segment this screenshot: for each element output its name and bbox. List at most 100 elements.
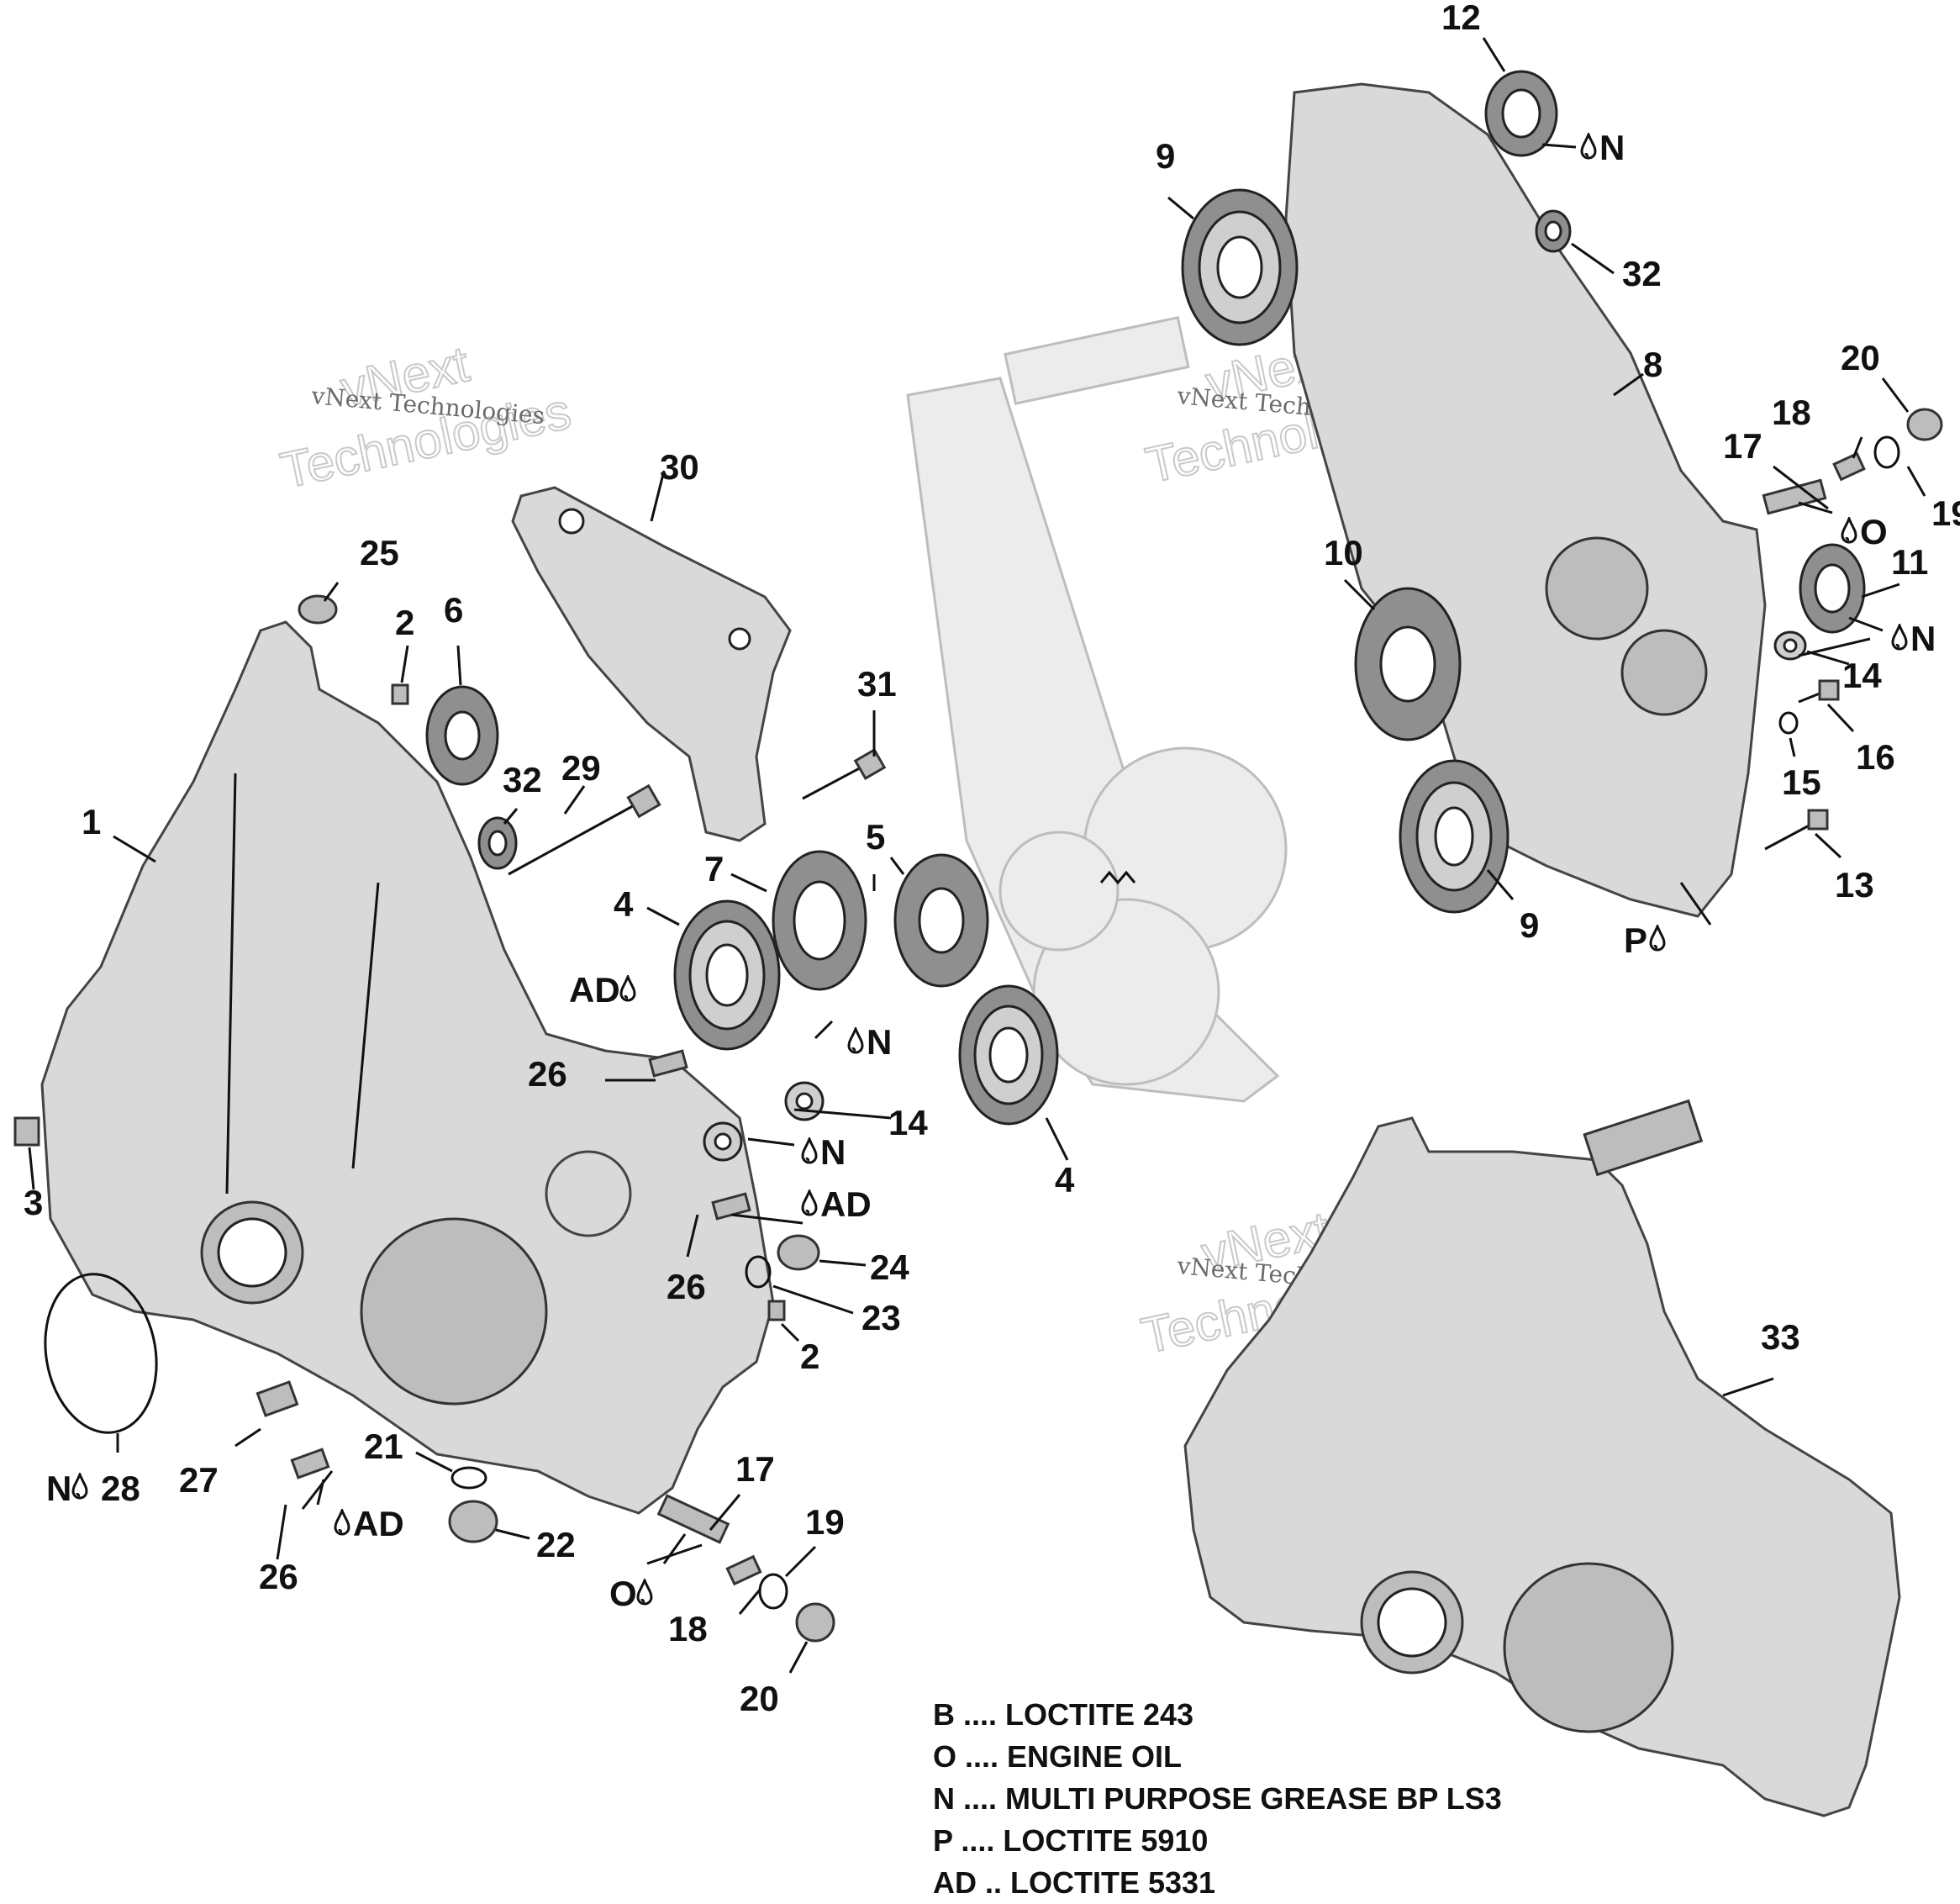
code-n: N [46, 1469, 71, 1508]
code-n: N [1910, 619, 1936, 658]
callout-20: 20 [1841, 338, 1880, 377]
code-ad: AD [569, 970, 620, 1010]
callout-25: 25 [360, 533, 399, 572]
callout-19: 19 [1931, 493, 1960, 533]
pin-17-right [1762, 478, 1827, 515]
liquid-drop-icon [1841, 517, 1857, 544]
callout-18: 18 [1772, 393, 1811, 432]
liquid-drop-icon [636, 1579, 653, 1606]
bearing-4-lower [958, 984, 1059, 1126]
plug-20-left [795, 1602, 835, 1643]
callout-28: 28 [101, 1469, 140, 1508]
seal-7 [772, 850, 867, 991]
sensor-26-a [648, 1049, 688, 1078]
liquid-drop-icon [619, 975, 636, 1002]
callout-31: 31 [857, 664, 897, 704]
code-o: O [609, 1574, 637, 1613]
callout-9: 9 [1156, 136, 1175, 176]
pin-17-left [656, 1494, 730, 1544]
bearing-5 [893, 853, 989, 988]
bearing-4-upper [673, 899, 781, 1051]
callout-6: 6 [444, 590, 463, 630]
bolt-29 [508, 783, 661, 876]
connector-27 [256, 1380, 299, 1417]
leader-lines [28, 37, 1926, 1674]
callout-33: 33 [1761, 1317, 1800, 1357]
callout-numbers: 1 2 2 3 4 4 5 6 7 8 9 9 10 11 12 13 14 1… [24, 0, 1960, 1718]
callout-10: 10 [1324, 533, 1363, 572]
o-ring-28 [44, 1273, 158, 1434]
callout-20: 20 [740, 1679, 779, 1718]
seal-32-left [477, 816, 518, 870]
washer-14-right [1773, 630, 1807, 661]
callout-19: 19 [805, 1502, 845, 1542]
callout-9: 9 [1520, 905, 1539, 945]
plug-20-right [1906, 408, 1943, 441]
gearbox-assembled [1183, 1099, 1901, 1817]
bearing-9-lower [1399, 759, 1510, 914]
callout-4: 4 [614, 884, 634, 924]
callout-3: 3 [24, 1183, 43, 1222]
bolt-16 [1798, 679, 1840, 704]
spring-18-right [1832, 451, 1866, 482]
washer-14-b [703, 1121, 743, 1162]
callout-26: 26 [528, 1054, 567, 1094]
legend-item: B .... LOCTITE 243 [933, 1697, 1194, 1732]
legend-item: AD .. LOCTITE 5331 [933, 1865, 1216, 1900]
dowel-3 [13, 1116, 40, 1147]
code-o: O [1860, 512, 1888, 551]
small-parts [13, 408, 1943, 1643]
gearbox-cover-right [1284, 82, 1767, 918]
o-ring-21 [450, 1466, 487, 1490]
callout-5: 5 [866, 817, 885, 857]
legend-item: O .... ENGINE OIL [933, 1739, 1183, 1774]
bearing-6 [425, 685, 499, 786]
callout-12: 12 [1441, 0, 1481, 37]
washer-14-a [784, 1081, 825, 1121]
callout-32: 32 [503, 760, 542, 799]
seal-12 [1484, 70, 1558, 157]
callout-4: 4 [1055, 1160, 1075, 1200]
callout-11: 11 [1891, 542, 1928, 582]
o-ring-19-left [758, 1573, 788, 1610]
callout-18: 18 [668, 1609, 708, 1648]
callout-14: 14 [888, 1103, 928, 1142]
product-codes: N O N P AD N N AD N AD O [46, 128, 1936, 1613]
plug-22 [448, 1500, 498, 1543]
callout-15: 15 [1782, 762, 1821, 802]
gear-train-ghost [906, 316, 1288, 1103]
callout-30: 30 [660, 447, 699, 487]
product-legend: B .... LOCTITE 243 O .... ENGINE OIL N .… [933, 1694, 1502, 1904]
callout-22: 22 [536, 1525, 576, 1564]
code-n: N [867, 1022, 892, 1062]
liquid-drop-icon [1891, 624, 1908, 651]
code-ad: AD [353, 1504, 404, 1543]
callout-17: 17 [735, 1449, 775, 1489]
liquid-drop-icon [334, 1509, 350, 1536]
spring-18-left [725, 1554, 762, 1586]
callout-2: 2 [395, 603, 414, 642]
seal-11 [1799, 543, 1866, 634]
seal-32-right [1535, 209, 1572, 253]
dowel-2-bottom [767, 1300, 786, 1321]
callout-16: 16 [1856, 737, 1895, 777]
callout-27: 27 [179, 1460, 219, 1500]
liquid-drop-icon [1649, 925, 1666, 952]
code-n: N [1599, 128, 1625, 167]
dowel-2-top [391, 683, 409, 705]
plug-25 [298, 594, 338, 625]
liquid-drop-icon [71, 1473, 88, 1500]
gearbox-housing-left [40, 620, 775, 1515]
callout-14: 14 [1842, 656, 1882, 695]
liquid-drop-icon [801, 1137, 818, 1164]
bracket-30 [511, 486, 792, 842]
code-p: P [1624, 920, 1647, 960]
callout-26: 26 [667, 1267, 706, 1306]
o-ring-15 [1778, 711, 1799, 735]
liquid-drop-icon [801, 1189, 818, 1216]
plug-24 [777, 1234, 820, 1271]
callout-13: 13 [1835, 865, 1874, 905]
callout-32: 32 [1622, 254, 1662, 293]
callout-7: 7 [704, 849, 724, 889]
